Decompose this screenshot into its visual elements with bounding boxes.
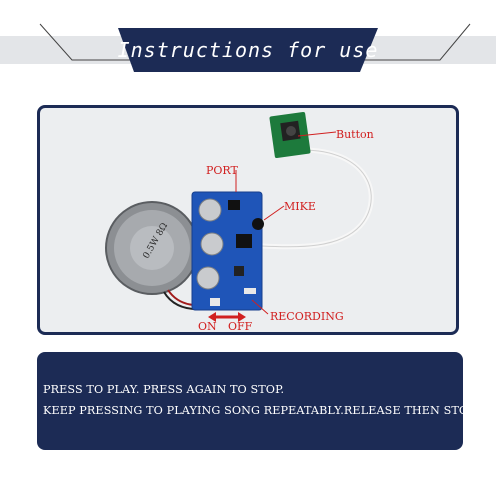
product-photo-panel: Button PORT MIKE RECORDING ON OFF 0.5W 8… (37, 105, 459, 335)
pcb-board (191, 191, 263, 311)
label-off: OFF (228, 320, 253, 333)
label-button: Button (336, 128, 374, 141)
push-button-module (269, 111, 311, 159)
label-on: ON (198, 320, 217, 333)
header-plate (118, 28, 378, 72)
label-port: PORT (206, 164, 238, 177)
microphone-icon (252, 218, 264, 230)
instruction-line-1: PRESS TO PLAY. PRESS AGAIN TO STOP. (43, 383, 285, 396)
sound-module-illustration (105, 111, 374, 322)
instruction-line-2: KEEP PRESSING TO PLAYING SONG REPEATABLY… (43, 404, 478, 417)
page-title: Instructions for use (117, 38, 379, 62)
on-off-arrow-icon (208, 312, 246, 322)
label-mike: MIKE (284, 200, 316, 213)
label-recording: RECORDING (270, 310, 344, 323)
instructions-box: PRESS TO PLAY. PRESS AGAIN TO STOP. KEEP… (37, 352, 477, 450)
